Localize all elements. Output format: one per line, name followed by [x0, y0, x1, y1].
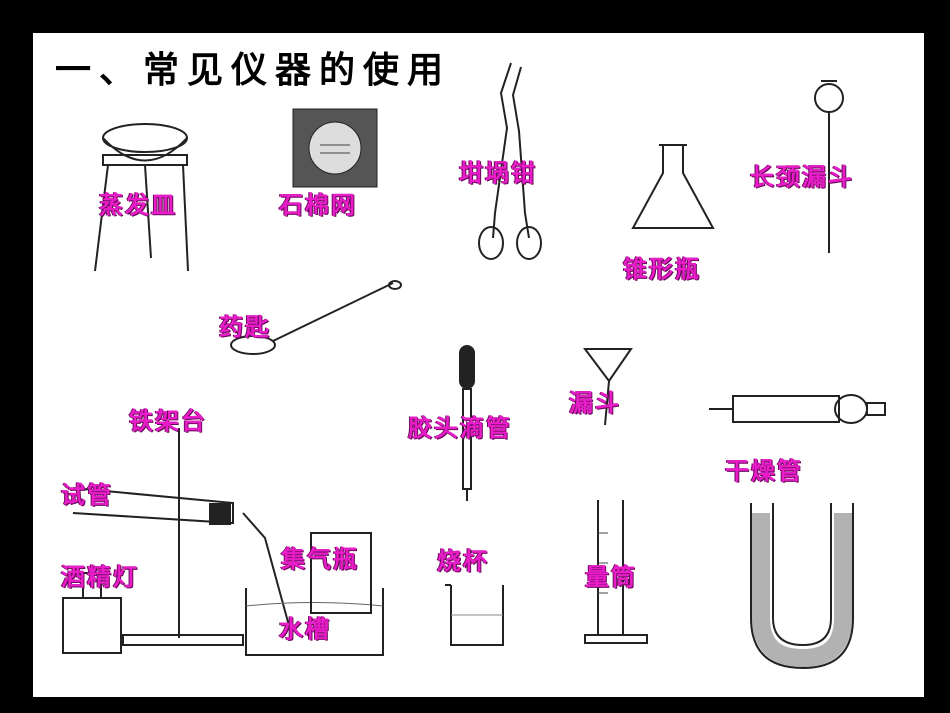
label-dropper: 胶头滴管: [408, 414, 512, 442]
asbestos-net-drawing: [292, 108, 378, 188]
label-funnel: 漏斗: [569, 389, 621, 417]
u-tube-drawing: [750, 503, 854, 670]
label-gas-jar: 集气瓶: [281, 545, 359, 573]
spoon-drawing: [230, 280, 402, 355]
long-neck-funnel-drawing: [814, 80, 844, 253]
apparatus-drawings: [62, 62, 886, 670]
label-crucible-tongs: 坩埚钳: [459, 159, 537, 187]
label-evaporating-dish: 蒸发皿: [99, 191, 177, 219]
label-conical-flask: 锥形瓶: [623, 255, 701, 283]
label-water-trough: 水槽: [279, 615, 331, 643]
label-measuring-cylinder: 量筒: [585, 563, 637, 591]
drying-tube-drawing: [709, 394, 886, 424]
iron-stand-drawing: [72, 428, 292, 646]
slide-canvas: 一、常见仪器的使用 蒸发皿 石棉网 坩埚钳 锥形瓶 长颈漏斗 药匙 铁架台 胶头…: [33, 33, 924, 697]
crucible-tongs-drawing: [478, 62, 542, 260]
measuring-cylinder-drawing: [584, 500, 648, 644]
label-asbestos-net: 石棉网: [279, 191, 357, 219]
alcohol-lamp-drawing: [62, 572, 122, 654]
label-alcohol-lamp: 酒精灯: [61, 563, 139, 591]
page-title: 一、常见仪器的使用: [55, 50, 452, 91]
water-trough-drawing: [245, 532, 384, 656]
conical-flask-drawing: [631, 144, 715, 229]
funnel-drawing: [583, 348, 633, 426]
label-long-neck-funnel: 长颈漏斗: [750, 163, 854, 191]
label-beaker: 烧杯: [437, 547, 489, 575]
evaporating-dish-drawing: [94, 123, 189, 272]
label-iron-stand: 铁架台: [129, 407, 207, 435]
dropper-drawing: [459, 345, 475, 501]
label-spoon: 药匙: [219, 313, 271, 341]
label-drying-tube: 干燥管: [725, 457, 803, 485]
beaker-drawing: [445, 584, 504, 646]
label-test-tube: 试管: [61, 481, 113, 509]
